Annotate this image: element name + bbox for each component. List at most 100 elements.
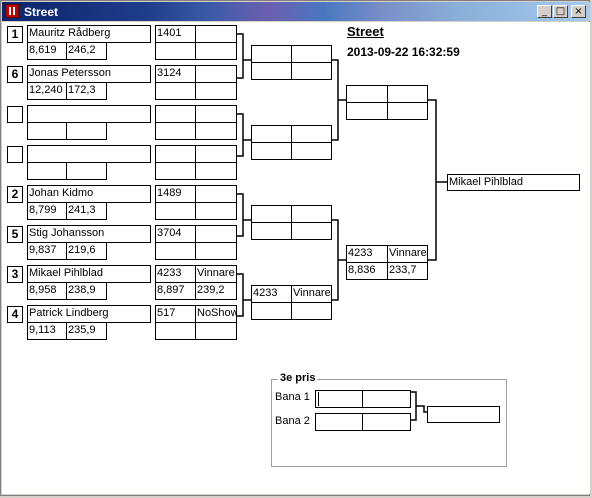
speed-cell[interactable]	[195, 322, 237, 340]
time-cell[interactable]	[251, 302, 292, 320]
time-cell[interactable]: 8,836	[346, 262, 388, 280]
car-number-cell[interactable]	[251, 45, 292, 63]
page-title: Street	[347, 24, 384, 39]
seed-badge: 2	[7, 186, 23, 203]
time-cell[interactable]	[155, 202, 196, 220]
racer-name-cell[interactable]	[27, 105, 151, 123]
close-button[interactable]: ×	[571, 5, 586, 18]
speed-cell[interactable]: 172,3	[66, 82, 107, 100]
speed-cell[interactable]	[66, 162, 107, 180]
reaction-time-cell[interactable]: 12,240	[27, 82, 67, 100]
car-number-cell[interactable]: 1489	[155, 185, 196, 203]
reaction-time-cell[interactable]: 8,619	[27, 42, 67, 60]
result-cell[interactable]: NoShow	[195, 305, 237, 323]
car-number-cell[interactable]: 4233	[155, 265, 196, 283]
speed-cell[interactable]: 238,9	[66, 282, 107, 300]
result-cell[interactable]	[195, 185, 237, 203]
racer-name-cell[interactable]: Jonas Petersson	[27, 65, 151, 83]
result-cell[interactable]	[195, 25, 237, 43]
speed-cell[interactable]	[195, 202, 237, 220]
speed-cell[interactable]	[195, 42, 237, 60]
speed-cell[interactable]: 241,3	[66, 202, 107, 220]
time-cell[interactable]	[155, 82, 196, 100]
speed-cell[interactable]	[195, 122, 237, 140]
speed-cell[interactable]	[291, 222, 332, 240]
result-cell[interactable]: Vinnare	[195, 265, 237, 283]
car-number-cell[interactable]: 1401	[155, 25, 196, 43]
speed-cell[interactable]: 235,9	[66, 322, 107, 340]
result-cell[interactable]: Vinnare	[387, 245, 428, 263]
maximize-button[interactable]: □	[553, 5, 568, 18]
time-cell[interactable]	[155, 242, 196, 260]
car-number-cell[interactable]: 3704	[155, 225, 196, 243]
third-lane1-cell-b[interactable]	[362, 390, 411, 408]
seed-badge: 3	[7, 266, 23, 283]
minimize-button[interactable]: _	[537, 5, 552, 18]
result-cell[interactable]	[387, 85, 428, 103]
reaction-time-cell[interactable]: 8,799	[27, 202, 67, 220]
racer-name-cell[interactable]: Mikael Pihlblad	[27, 265, 151, 283]
reaction-time-cell[interactable]: 9,837	[27, 242, 67, 260]
car-number-cell[interactable]: 3124	[155, 65, 196, 83]
third-lane2-cell-a[interactable]	[315, 413, 363, 431]
car-number-cell[interactable]	[155, 105, 196, 123]
speed-cell[interactable]: 239,2	[195, 282, 237, 300]
third-lane2-cell-b[interactable]	[362, 413, 411, 431]
car-number-cell[interactable]: 4233	[251, 285, 292, 303]
racer-name-cell[interactable]: Mauritz Rådberg	[27, 25, 151, 43]
result-cell[interactable]	[291, 45, 332, 63]
result-cell[interactable]	[195, 145, 237, 163]
speed-cell[interactable]	[66, 122, 107, 140]
speed-cell[interactable]: 219,6	[66, 242, 107, 260]
result-cell[interactable]	[195, 225, 237, 243]
result-cell[interactable]	[195, 65, 237, 83]
title-bar[interactable]: Street _ □ ×	[2, 2, 590, 21]
winner-box[interactable]: Mikael Pihlblad	[447, 174, 580, 191]
time-cell[interactable]	[251, 62, 292, 80]
app-icon[interactable]	[5, 4, 19, 18]
time-cell[interactable]	[155, 122, 196, 140]
third-lane1-cell-a[interactable]	[315, 390, 363, 408]
racer-name-cell[interactable]: Johan Kidmo	[27, 185, 151, 203]
time-cell[interactable]	[155, 162, 196, 180]
reaction-time-cell[interactable]: 8,958	[27, 282, 67, 300]
speed-cell[interactable]: 233,7	[387, 262, 428, 280]
speed-cell[interactable]: 246,2	[66, 42, 107, 60]
time-cell[interactable]: 8,897	[155, 282, 196, 300]
time-cell[interactable]	[251, 222, 292, 240]
result-cell[interactable]	[195, 105, 237, 123]
seed-badge: 1	[7, 26, 23, 43]
racer-name-cell[interactable]: Stig Johansson	[27, 225, 151, 243]
result-cell[interactable]: Vinnare	[291, 285, 332, 303]
third-winner-box[interactable]	[427, 406, 500, 423]
result-cell[interactable]	[291, 205, 332, 223]
reaction-time-cell[interactable]	[27, 122, 67, 140]
seed-badge: 4	[7, 306, 23, 323]
car-number-cell[interactable]: 517	[155, 305, 196, 323]
speed-cell[interactable]	[195, 82, 237, 100]
car-number-cell[interactable]	[346, 85, 388, 103]
speed-cell[interactable]	[195, 162, 237, 180]
speed-cell[interactable]	[195, 242, 237, 260]
car-number-cell[interactable]	[251, 205, 292, 223]
speed-cell[interactable]	[291, 302, 332, 320]
speed-cell[interactable]	[291, 62, 332, 80]
car-number-cell[interactable]: 4233	[346, 245, 388, 263]
speed-cell[interactable]	[291, 142, 332, 160]
third-place-label: 3e pris	[278, 372, 318, 384]
time-cell[interactable]	[251, 142, 292, 160]
reaction-time-cell[interactable]	[27, 162, 67, 180]
third-place-group	[271, 379, 507, 467]
result-cell[interactable]	[291, 125, 332, 143]
time-cell[interactable]	[346, 102, 388, 120]
speed-cell[interactable]	[387, 102, 428, 120]
reaction-time-cell[interactable]: 9,113	[27, 322, 67, 340]
car-number-cell[interactable]	[251, 125, 292, 143]
car-number-cell[interactable]	[155, 145, 196, 163]
racer-name-cell[interactable]	[27, 145, 151, 163]
seed-badge: 6	[7, 66, 23, 83]
time-cell[interactable]	[155, 42, 196, 60]
racer-name-cell[interactable]: Patrick Lindberg	[27, 305, 151, 323]
time-cell[interactable]	[155, 322, 196, 340]
